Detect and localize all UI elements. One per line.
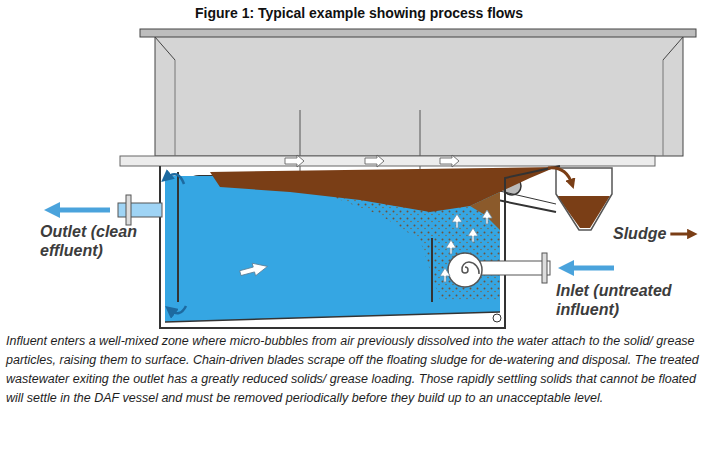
sludge-blanket — [470, 192, 500, 230]
tank-lip — [120, 156, 655, 166]
drain-valve — [493, 314, 501, 322]
sludge-label: Sludge — [613, 224, 666, 243]
bubble-arrows — [440, 210, 492, 282]
sludge-out-arrow — [670, 233, 692, 236]
inlet-pipe — [480, 261, 550, 275]
flow-arrow — [166, 174, 184, 184]
hood-housing — [155, 36, 683, 156]
tank-wall — [160, 166, 560, 328]
sludge-hopper — [556, 168, 612, 230]
hood-post — [663, 60, 664, 156]
outlet-label: Outlet (clean effluent) — [40, 222, 170, 260]
water-flow-arrow — [239, 260, 269, 280]
pipe-flange — [126, 195, 131, 225]
outlet-pipe — [118, 203, 162, 217]
outlet-baffle — [177, 172, 179, 302]
inlet-label: Inlet (untreated influent) — [556, 281, 714, 319]
surface-flow-arrows — [285, 155, 459, 167]
outlet-arrow — [52, 208, 110, 213]
swirl — [462, 262, 479, 274]
figure-title: Figure 1: Typical example showing proces… — [0, 5, 718, 21]
flow-arrow — [170, 306, 186, 313]
figure-caption: Influent enters a well-mixed zone where … — [6, 332, 712, 408]
pipe-flange — [542, 253, 547, 283]
hood-top-bar — [140, 29, 696, 37]
hood-brace — [155, 37, 175, 60]
tank-floor — [165, 312, 500, 322]
hood-brace — [663, 37, 683, 60]
inlet-baffle — [431, 238, 433, 302]
mixing-chamber — [448, 253, 482, 287]
inlet-arrow — [566, 266, 614, 271]
sludge-arrow — [548, 168, 572, 184]
hood-post — [175, 60, 176, 156]
